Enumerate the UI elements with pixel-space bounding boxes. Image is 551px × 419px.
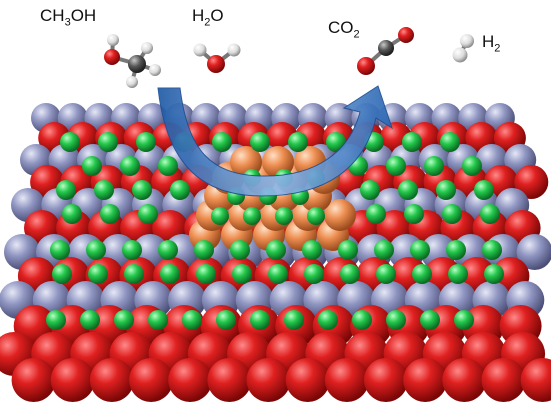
water-label: H2O	[192, 6, 224, 29]
oxygen-atom	[50, 358, 95, 402]
co2-molecule	[357, 27, 414, 75]
reaction-arrow	[157, 85, 393, 197]
green-atom	[480, 204, 500, 224]
green-atom	[318, 310, 338, 330]
methanol-molecule	[104, 34, 161, 88]
green-atom	[100, 204, 120, 224]
green-atom	[266, 240, 286, 260]
green-atom	[338, 240, 358, 260]
green-atom	[440, 132, 460, 152]
green-atom	[340, 264, 360, 284]
oxygen-atom	[403, 358, 448, 402]
methanol-label: CH3OH	[40, 6, 97, 29]
green-atom	[474, 180, 494, 200]
green-atom	[412, 264, 432, 284]
green-atom	[80, 310, 100, 330]
green-atom	[196, 264, 216, 284]
green-atom	[304, 264, 324, 284]
green-atom	[120, 156, 140, 176]
green-atom	[182, 310, 202, 330]
green-atom	[60, 132, 80, 152]
green-atom	[56, 180, 76, 200]
green-atom	[386, 156, 406, 176]
co2-label: CO2	[328, 18, 360, 41]
green-atom	[132, 180, 152, 200]
green-atom	[436, 180, 456, 200]
green-atom	[424, 156, 444, 176]
green-atom	[124, 264, 144, 284]
green-atom	[88, 264, 108, 284]
green-atom	[114, 310, 134, 330]
green-atom	[62, 204, 82, 224]
green-atom	[250, 310, 270, 330]
oxygen-atom	[442, 358, 487, 402]
green-atom	[230, 240, 250, 260]
green-atom	[366, 204, 386, 224]
green-atom	[374, 240, 394, 260]
green-atom	[212, 132, 232, 152]
green-atom	[420, 310, 440, 330]
green-atom	[404, 204, 424, 224]
green-atom	[446, 240, 466, 260]
green-atom	[148, 310, 168, 330]
hydrogen-label: H2	[482, 32, 501, 55]
green-atom	[250, 132, 270, 152]
green-atom	[352, 310, 372, 330]
water-molecule	[193, 43, 241, 73]
green-atom	[360, 180, 380, 200]
green-atom	[82, 156, 102, 176]
green-atom	[158, 240, 178, 260]
green-atom	[402, 132, 422, 152]
green-atom	[302, 240, 322, 260]
oxygen-atom	[246, 358, 291, 402]
green-atom	[454, 310, 474, 330]
green-atom	[442, 204, 462, 224]
oxygen-atom	[89, 358, 134, 402]
green-atom	[86, 240, 106, 260]
h2-molecule	[452, 34, 474, 63]
green-atom	[158, 156, 178, 176]
green-atom	[398, 180, 418, 200]
oxygen-atom	[520, 358, 551, 402]
green-atom	[284, 310, 304, 330]
oxygen-atom	[285, 358, 330, 402]
green-atom	[232, 264, 252, 284]
green-atom	[194, 240, 214, 260]
green-atom	[98, 132, 118, 152]
green-atom	[170, 180, 190, 200]
green-atom	[52, 264, 72, 284]
green-atom	[50, 240, 70, 260]
oxygen-atom	[324, 358, 369, 402]
green-atom	[268, 264, 288, 284]
oxygen-atom	[129, 358, 174, 402]
green-atom	[160, 264, 180, 284]
green-atom	[136, 132, 156, 152]
green-atom	[94, 180, 114, 200]
green-atom	[122, 240, 142, 260]
green-atom	[462, 156, 482, 176]
green-atom	[275, 207, 293, 225]
green-atom	[448, 264, 468, 284]
green-atom	[138, 204, 158, 224]
green-atom	[46, 310, 66, 330]
oxygen-atom	[207, 358, 252, 402]
green-atom	[211, 207, 229, 225]
green-atom	[484, 264, 504, 284]
oxygen-atom	[168, 358, 213, 402]
green-atom	[410, 240, 430, 260]
oxygen-atom	[514, 165, 549, 199]
green-atom	[482, 240, 502, 260]
copper-atom	[324, 199, 356, 231]
oxygen-atom	[364, 358, 408, 402]
green-atom	[243, 207, 261, 225]
green-atom	[216, 310, 236, 330]
metal-atom	[516, 234, 551, 270]
green-atom	[376, 264, 396, 284]
oxygen-atom	[481, 358, 526, 402]
green-atom	[288, 132, 308, 152]
oxygen-atom	[11, 358, 56, 402]
green-atom	[307, 207, 325, 225]
green-atom	[386, 310, 406, 330]
